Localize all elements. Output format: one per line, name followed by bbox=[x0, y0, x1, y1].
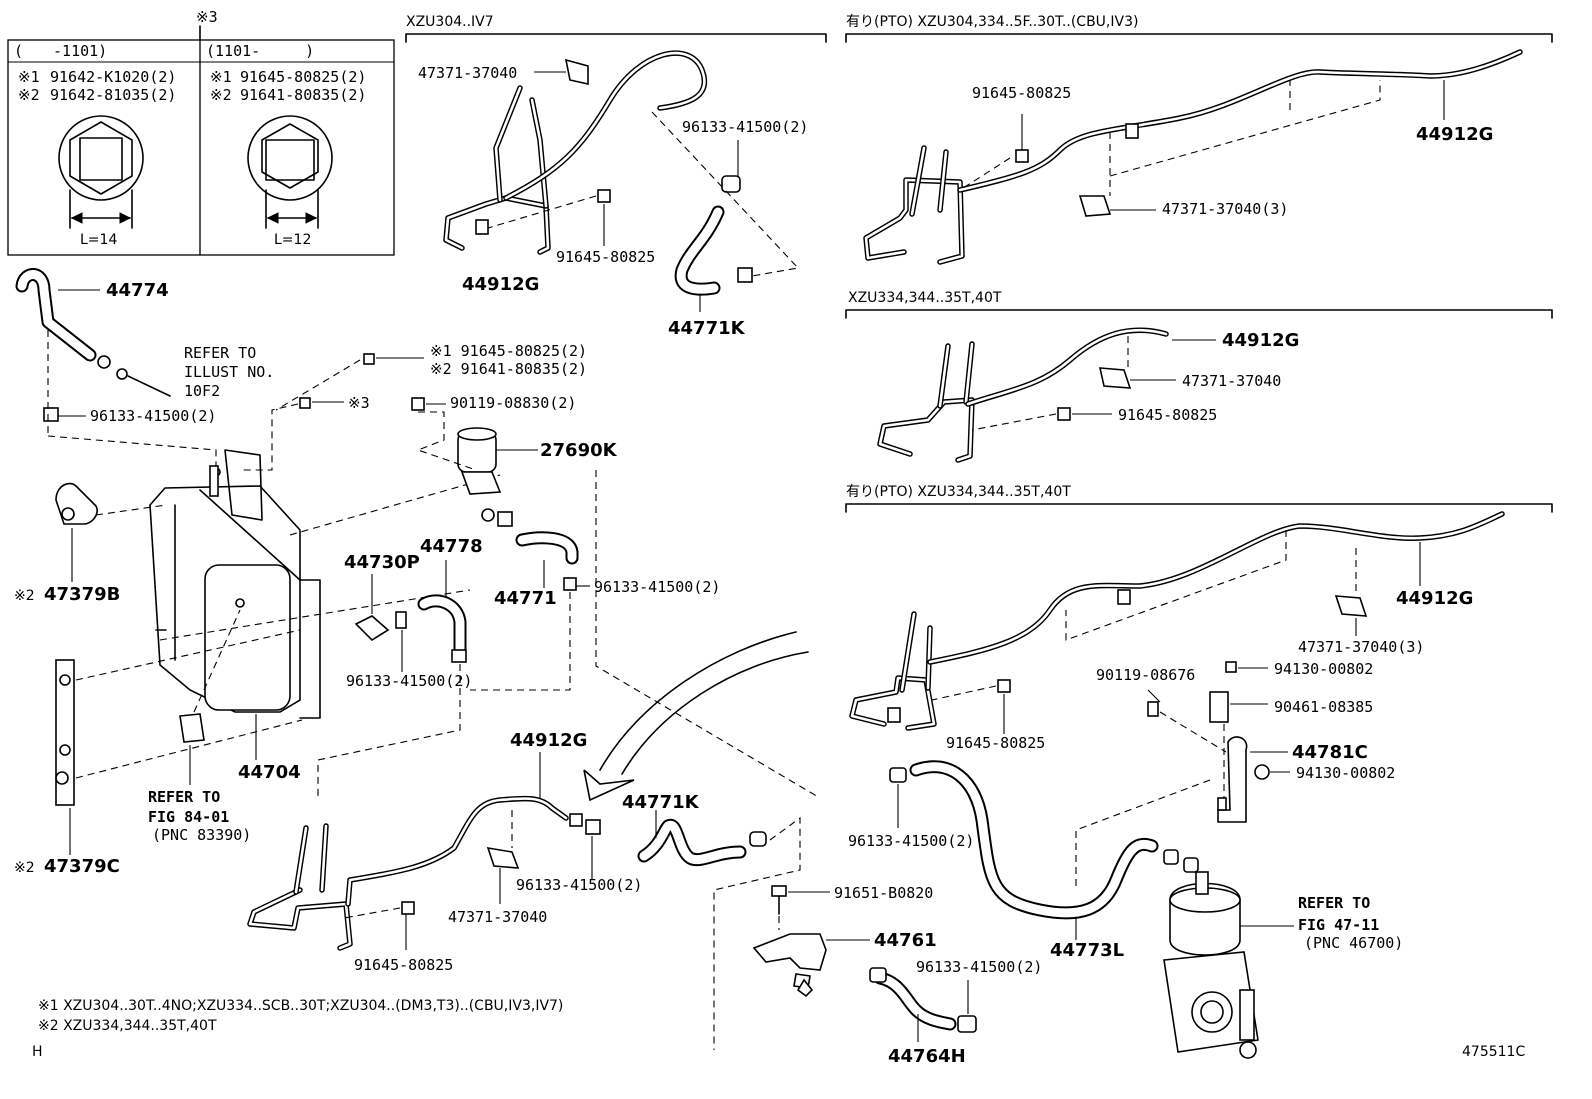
label-96133-c: 96133-41500(2) bbox=[594, 578, 720, 596]
bottom-label-91645: 91645-80825 bbox=[354, 956, 453, 974]
s4-label-47371: 47371-37040(3) bbox=[1298, 638, 1424, 656]
label-96133-a: 96133-41500(2) bbox=[90, 407, 216, 425]
inset-left-part1: 91642-K1020(2) bbox=[50, 68, 176, 86]
bottom-pipe-assembly bbox=[247, 752, 801, 1050]
s2-label-91645: 91645-80825 bbox=[972, 84, 1071, 102]
bottom-label-44764h: 44764H bbox=[888, 1046, 966, 1067]
label-refer-fig84-2: FIG 84-01 bbox=[148, 808, 229, 826]
bracket-44781c-cluster bbox=[1075, 661, 1290, 890]
inset-left-mark1: ※1 bbox=[18, 68, 40, 86]
footnote-2: ※2 XZU334,344..35T,40T bbox=[38, 1018, 217, 1034]
s4-label-90461: 90461-08385 bbox=[1274, 698, 1373, 716]
section4-pipe-assembly bbox=[849, 511, 1505, 734]
label-refer-illust-2: ILLUST NO. bbox=[184, 363, 274, 381]
inset-right-mark2: ※2 bbox=[210, 86, 232, 104]
s1-label-44771k: 44771K bbox=[668, 318, 746, 339]
label-refer-illust-3: 10F2 bbox=[184, 382, 220, 400]
s1-label-47371: 47371-37040 bbox=[418, 64, 517, 82]
s1-label-91645: 91645-80825 bbox=[556, 248, 655, 266]
inset-left-range: ( -1101) bbox=[14, 42, 107, 60]
s2-label-44912g: 44912G bbox=[1416, 124, 1493, 145]
bottom-middle-assembly bbox=[752, 885, 977, 1042]
label-96133-b: 96133-41500(2) bbox=[346, 672, 472, 690]
section-header-s3: XZU334,344..35T,40T bbox=[848, 290, 1002, 306]
section-header-s2: 有り(PTO) XZU304,334..5F..30T..(CBU,IV3) bbox=[846, 14, 1138, 30]
label-47379b-mark: ※2 bbox=[14, 588, 35, 604]
s2-label-47371: 47371-37040(3) bbox=[1162, 200, 1288, 218]
hose-44774 bbox=[15, 268, 217, 470]
label-refer-fig84-3: (PNC 83390) bbox=[152, 826, 251, 844]
section-header-s1: XZU304..IV7 bbox=[406, 14, 494, 30]
label-47379b: 47379B bbox=[44, 584, 120, 605]
inset-right-mark1: ※1 bbox=[210, 68, 232, 86]
inset-right-part2: 91641-80835(2) bbox=[240, 86, 366, 104]
section-headers: XZU304..IV7 有り(PTO) XZU304,334..5F..30T.… bbox=[405, 14, 1553, 513]
label-44704: 44704 bbox=[238, 762, 301, 783]
s3-label-44912g: 44912G bbox=[1222, 330, 1299, 351]
footnote-1: ※1 XZU304..30T..4NO;XZU334..SCB..30T;XZU… bbox=[38, 998, 563, 1014]
bottom-label-refer47-3: (PNC 46700) bbox=[1304, 934, 1403, 952]
inset-left-length: L=14 bbox=[80, 232, 117, 248]
corner-mark: H bbox=[32, 1044, 43, 1060]
bolt-head-l14-icon bbox=[58, 115, 144, 229]
bottom-label-44771k: 44771K bbox=[622, 792, 700, 813]
inset-left-mark2: ※2 bbox=[18, 86, 40, 104]
figure-code: 475511C bbox=[1462, 1044, 1525, 1060]
bolt-head-l12-icon bbox=[247, 115, 333, 229]
bottom-label-44761: 44761 bbox=[874, 930, 937, 951]
label-44774: 44774 bbox=[106, 280, 169, 301]
bottom-label-refer47-2: FIG 47-11 bbox=[1298, 916, 1379, 934]
label-refer-fig84-1: REFER TO bbox=[148, 788, 220, 806]
section-header-s4: 有り(PTO) XZU334,344..35T,40T bbox=[846, 484, 1071, 500]
label-90119-08830: 90119-08830(2) bbox=[450, 394, 576, 412]
s4-label-94130-b: 94130-00802 bbox=[1296, 764, 1395, 782]
label-47379c-mark: ※2 bbox=[14, 860, 35, 876]
s4-label-94130-a: 94130-00802 bbox=[1274, 660, 1373, 678]
bottom-label-47371: 47371-37040 bbox=[448, 908, 547, 926]
label-bolt-m1: ※1 91645-80825(2) bbox=[430, 342, 587, 360]
reference-arrow bbox=[583, 631, 809, 802]
inset-right-length: L=12 bbox=[274, 232, 311, 248]
reservoir-tank-44704 bbox=[55, 449, 501, 855]
label-27690k: 27690K bbox=[540, 440, 618, 461]
label-44778: 44778 bbox=[420, 536, 483, 557]
s1-label-44912g: 44912G bbox=[462, 274, 539, 295]
inset-right-range: (1101- ) bbox=[206, 42, 314, 60]
s3-label-47371: 47371-37040 bbox=[1182, 372, 1281, 390]
bottom-label-refer47-1: REFER TO bbox=[1298, 894, 1370, 912]
bottom-label-96133-a: 96133-41500(2) bbox=[516, 876, 642, 894]
bottom-label-91651: 91651-B0820 bbox=[834, 884, 933, 902]
sensor-44730p-hose-44778 bbox=[317, 560, 467, 796]
bottom-right-assembly bbox=[889, 760, 1294, 1059]
inset-right-part1: 91645-80825(2) bbox=[240, 68, 366, 86]
valve-27690k bbox=[416, 411, 821, 799]
label-47379c: 47379C bbox=[44, 856, 120, 877]
s1-label-96133: 96133-41500(2) bbox=[682, 118, 808, 136]
label-bolt-m2: ※2 91641-80835(2) bbox=[430, 360, 587, 378]
bottom-label-44912g: 44912G bbox=[510, 730, 587, 751]
tank-bolts bbox=[240, 353, 446, 471]
section3-pipe-assembly bbox=[877, 327, 1216, 463]
inset-marker: ※3 bbox=[196, 8, 218, 26]
bolt-variant-inset: ※3 ( -1101) ※1 91642-K1020(2) ※2 91642-8… bbox=[7, 8, 395, 256]
label-refer-illust-1: REFER TO bbox=[184, 344, 256, 362]
label-mark3: ※3 bbox=[348, 394, 370, 412]
bottom-label-44773l: 44773L bbox=[1050, 940, 1124, 961]
s4-label-90119: 90119-08676 bbox=[1096, 666, 1195, 684]
s4-label-91645: 91645-80825 bbox=[946, 734, 1045, 752]
section2-pipe-assembly bbox=[863, 49, 1523, 265]
bottom-label-96133-b: 96133-41500(2) bbox=[848, 832, 974, 850]
bottom-label-96133-c: 96133-41500(2) bbox=[916, 958, 1042, 976]
s4-label-44781c: 44781C bbox=[1292, 742, 1368, 763]
section1-pipe-assembly bbox=[443, 50, 800, 312]
label-44771: 44771 bbox=[494, 588, 557, 609]
inset-left-part2: 91642-81035(2) bbox=[50, 86, 176, 104]
label-44730p: 44730P bbox=[344, 552, 420, 573]
s4-label-44912g: 44912G bbox=[1396, 588, 1473, 609]
s3-label-91645: 91645-80825 bbox=[1118, 406, 1217, 424]
